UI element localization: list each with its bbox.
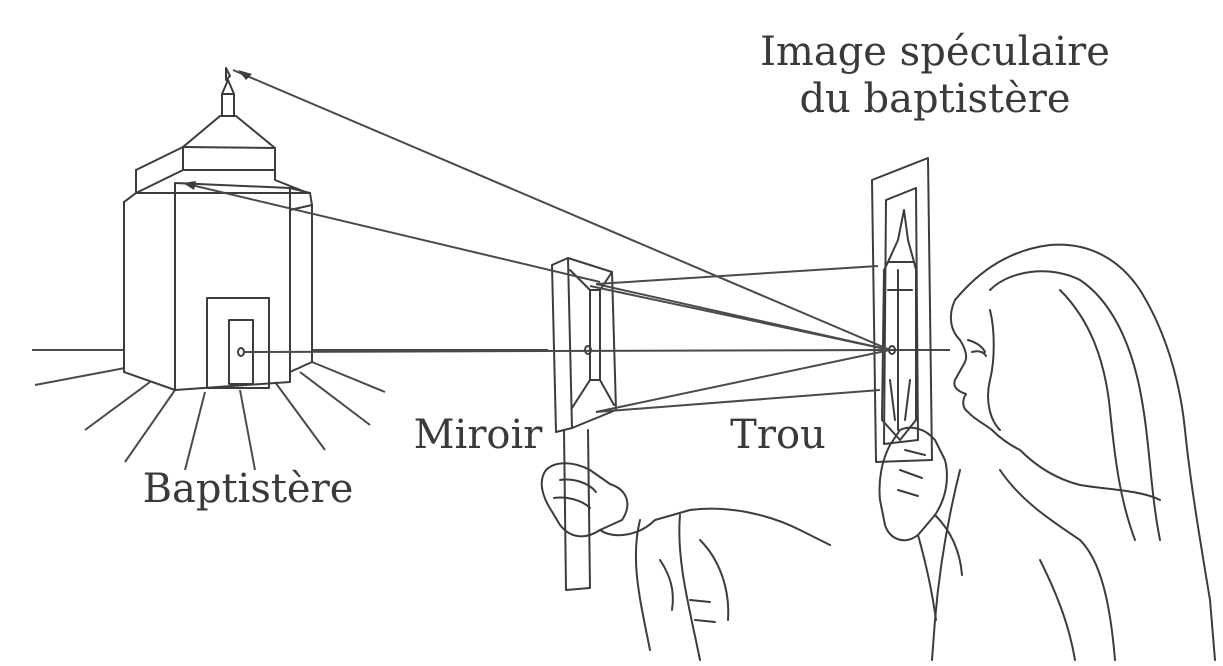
light-rays — [182, 69, 891, 413]
label-image-line2: du baptistère — [799, 76, 1070, 122]
label-baptistere: Baptistère — [143, 466, 354, 512]
baptistery-building — [123, 67, 313, 391]
label-trou: Trou — [730, 412, 826, 458]
label-image-line1: Image spéculaire — [760, 29, 1110, 75]
painted-panel — [871, 157, 933, 463]
left-arm-and-hand — [540, 462, 831, 661]
observer-figure — [878, 243, 1216, 661]
label-miroir: Miroir — [414, 412, 544, 458]
mirror — [551, 257, 617, 591]
